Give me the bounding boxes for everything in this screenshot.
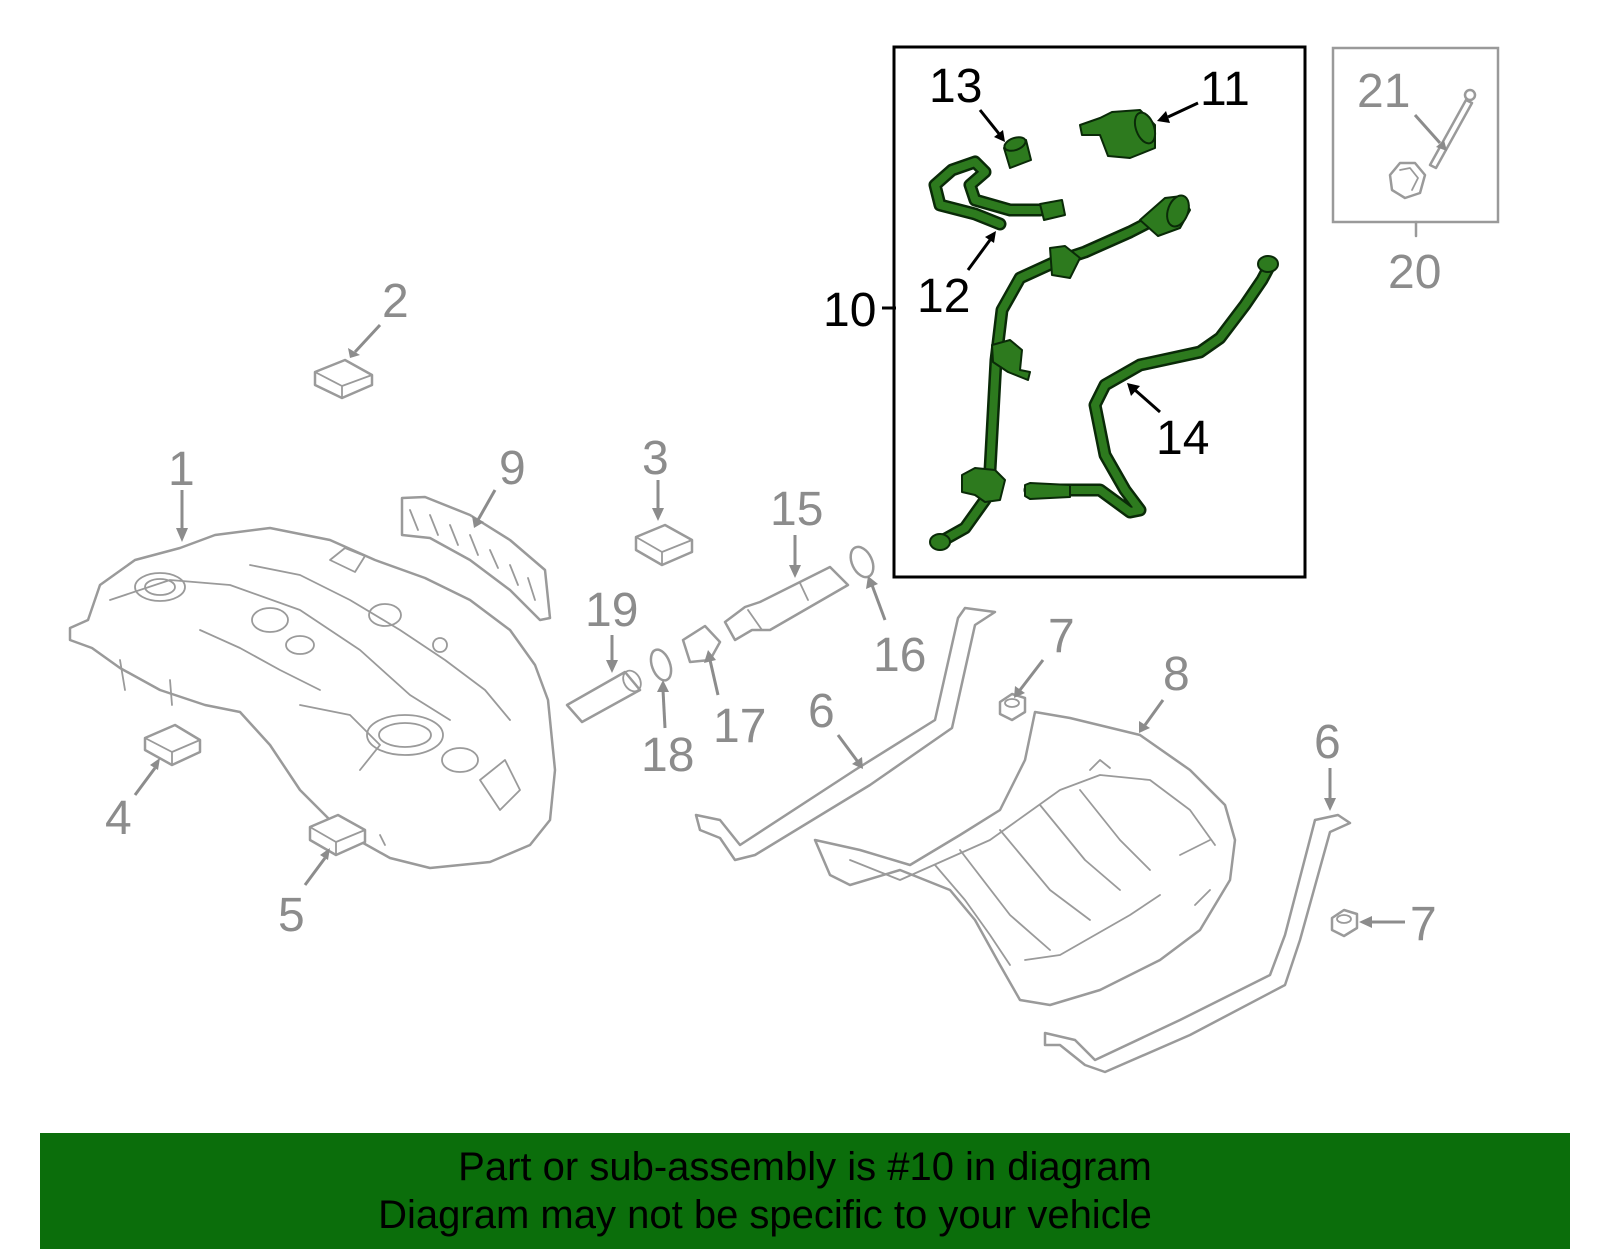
callout-6a: 6	[808, 685, 835, 738]
strap-6-left	[694, 606, 997, 862]
pad-4	[143, 723, 202, 767]
hose-17	[681, 624, 722, 664]
callout-5: 5	[278, 889, 305, 942]
callout-3: 3	[642, 432, 669, 485]
green-part-13	[1003, 136, 1032, 169]
callout-6b: 6	[1314, 716, 1341, 769]
callout-11: 11	[1200, 63, 1250, 116]
callout-7a: 7	[1048, 610, 1075, 663]
info-banner: Part or sub-assembly is #10 in diagram D…	[40, 1133, 1570, 1249]
callout-17: 17	[713, 700, 766, 753]
green-part-11	[1079, 109, 1157, 159]
clamp-18	[649, 648, 673, 682]
callout-4: 4	[105, 792, 132, 845]
banner-line-part: Part or sub-assembly is #10 in diagram	[458, 1145, 1152, 1189]
callout-20: 20	[1388, 246, 1441, 299]
leader-arrows	[133, 101, 1447, 928]
callout-19: 19	[585, 584, 638, 637]
green-part-14	[1023, 255, 1279, 519]
callout-1: 1	[168, 443, 195, 496]
shield-8	[813, 710, 1237, 1007]
banner-line-disclaimer: Diagram may not be specific to your vehi…	[378, 1193, 1152, 1237]
callout-9: 9	[499, 442, 526, 495]
green-part-12	[928, 155, 1066, 231]
pad-3	[634, 523, 694, 567]
callout-7b: 7	[1410, 898, 1437, 951]
callout-21: 21	[1357, 65, 1410, 118]
nut-7-lower	[1330, 908, 1359, 938]
part-20-group	[1331, 46, 1500, 238]
clamp-16	[849, 545, 875, 579]
callout-14: 14	[1156, 412, 1209, 465]
pad-5	[308, 813, 367, 857]
green-filler-neck	[929, 194, 1191, 551]
callout-2: 2	[382, 275, 409, 328]
callout-labels: 1 2 3 4 5 6 6 7 7 8 9 10 11 12 13 14 15 …	[105, 60, 1441, 951]
callout-12: 12	[917, 270, 970, 323]
fuel-tank	[68, 526, 557, 870]
heat-shield	[400, 495, 552, 622]
callout-18: 18	[641, 729, 694, 782]
callout-10: 10	[823, 284, 876, 337]
highlight-box-10	[892, 45, 1307, 579]
callout-8: 8	[1163, 648, 1190, 701]
callout-16: 16	[873, 629, 926, 682]
callout-15: 15	[770, 483, 823, 536]
pad-2	[313, 358, 374, 400]
strap-6-right	[1043, 813, 1352, 1074]
hose-15	[723, 565, 850, 642]
nut-7-upper	[998, 692, 1027, 722]
filler-tube-19	[565, 669, 642, 724]
callout-13: 13	[929, 60, 982, 113]
